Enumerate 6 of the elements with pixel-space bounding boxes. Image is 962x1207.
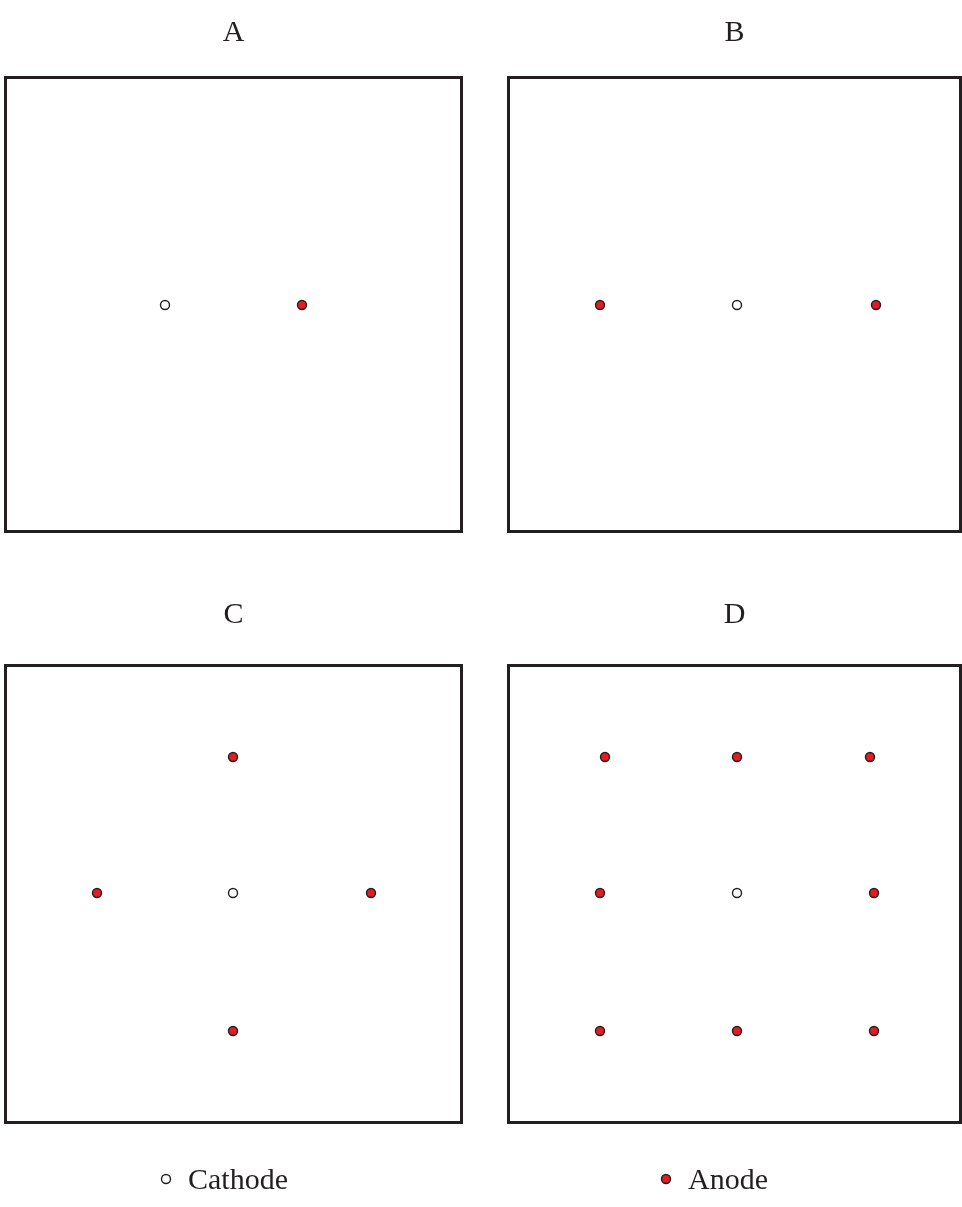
legend-label: Anode — [688, 1162, 768, 1196]
panel-letter: D — [723, 596, 746, 630]
panel-letter: B — [724, 14, 745, 48]
panel-letter: C — [223, 596, 244, 630]
legend-label: Cathode — [188, 1162, 288, 1196]
panel-letter: A — [222, 14, 245, 48]
